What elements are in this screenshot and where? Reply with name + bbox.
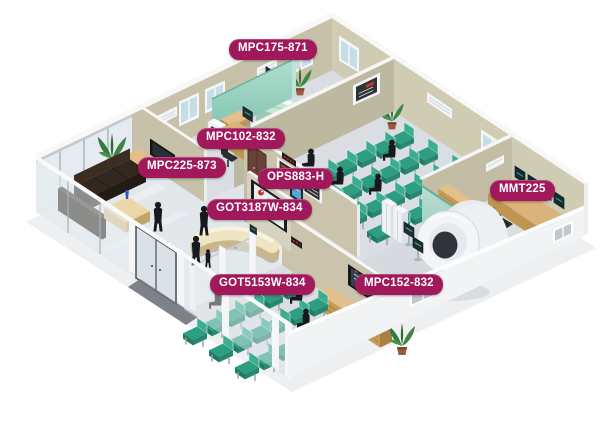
led-sign	[288, 234, 302, 249]
label-got3187w-834: GOT3187W-834	[207, 199, 312, 220]
glass-wall	[36, 160, 132, 276]
mri-scanner	[403, 200, 508, 304]
reception-desk	[190, 226, 280, 263]
label-mpc225-873: MPC225-873	[138, 157, 226, 178]
signage-board	[353, 72, 380, 106]
label-mmt225: MMT225	[490, 180, 555, 201]
sofa	[74, 148, 146, 209]
label-got5153w-834: GOT5153W-834	[210, 274, 315, 295]
label-mpc175-871: MPC175-871	[229, 39, 317, 60]
ac-unit	[486, 155, 504, 172]
wall-cap	[288, 205, 584, 336]
label-mpc102-832: MPC102-832	[197, 128, 285, 149]
ac-unit	[427, 92, 452, 119]
wall-cap	[332, 12, 584, 184]
window	[179, 92, 199, 127]
vase	[125, 190, 129, 199]
window	[553, 220, 573, 244]
label-ops883-h: OPS883-H	[258, 168, 334, 189]
window	[339, 35, 359, 73]
door-mat	[128, 279, 198, 325]
led-sign	[282, 152, 296, 167]
label-mpc152-832: MPC152-832	[355, 274, 443, 295]
